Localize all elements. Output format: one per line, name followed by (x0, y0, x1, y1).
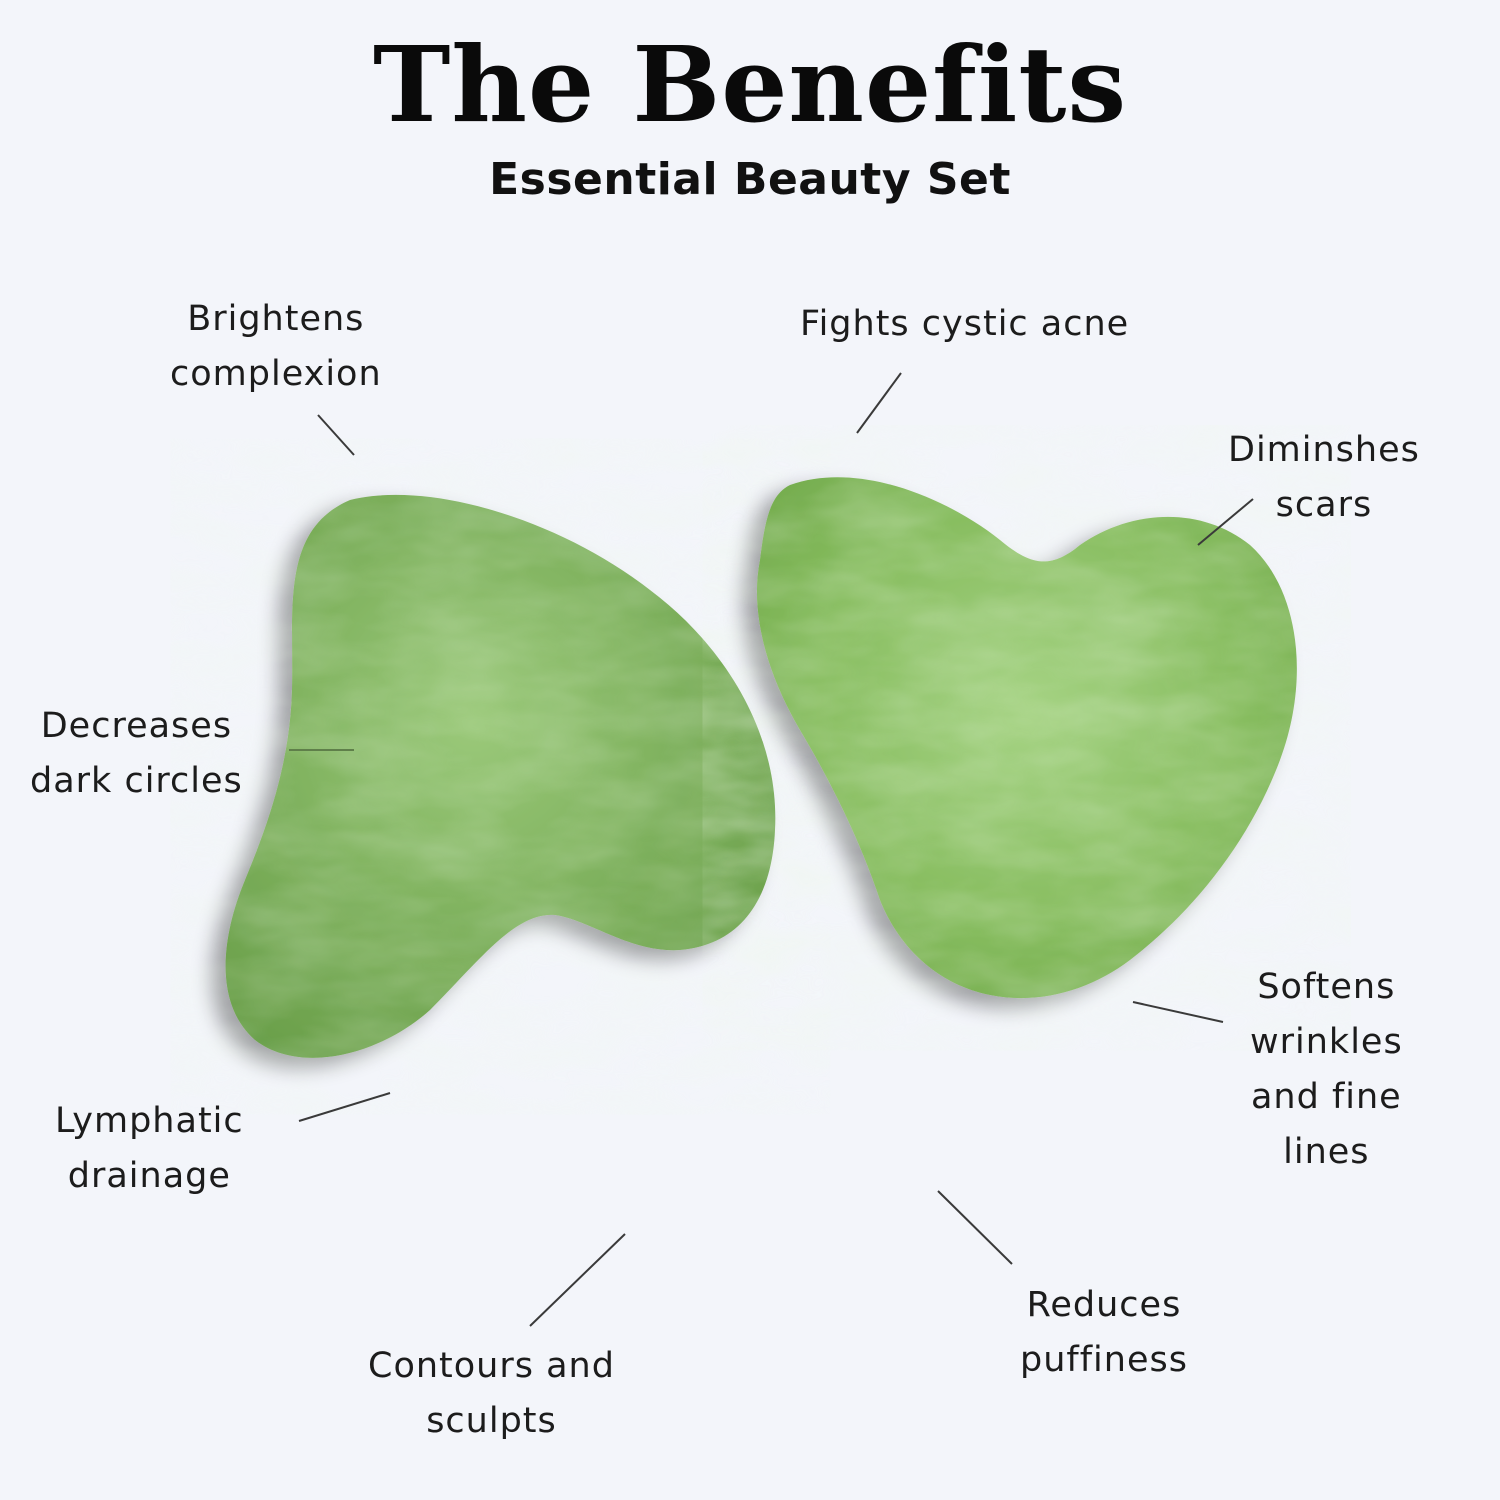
benefit-line: Lymphatic (55, 1101, 244, 1141)
benefit-line: dark circles (30, 761, 243, 801)
leader-line-contours (529, 1233, 626, 1327)
benefit-label-lymphatic: Lymphatic drainage (55, 1094, 244, 1204)
benefit-line: Diminshes (1228, 430, 1420, 470)
leader-line-scars (1197, 498, 1254, 546)
benefit-line: scars (1275, 485, 1373, 525)
page-subtitle: Essential Beauty Set (489, 154, 1011, 205)
benefit-label-puffiness: Reduces puffiness (1020, 1278, 1188, 1388)
leader-lines (289, 372, 1254, 1327)
benefit-label-dark-circles: Decreases dark circles (30, 699, 243, 809)
benefit-line: Softens (1257, 967, 1396, 1007)
leader-line-cystic-acne (856, 372, 902, 434)
leader-line-lymphatic (298, 1092, 391, 1122)
benefit-line: complexion (170, 354, 382, 394)
benefit-line: Contours and (368, 1346, 615, 1386)
leader-line-puffiness (937, 1190, 1013, 1265)
benefit-line: and fine (1250, 1077, 1402, 1117)
benefit-label-scars: Diminshes scars (1228, 423, 1420, 533)
stone-texture (756, 477, 1297, 999)
benefit-label-brightens: Brightens complexion (170, 292, 382, 402)
benefit-line: Brightens (187, 299, 365, 339)
page-title: The Benefits (372, 23, 1128, 146)
benefit-line: drainage (67, 1156, 231, 1196)
leader-line-brightens (317, 414, 355, 456)
benefit-line: puffiness (1020, 1340, 1188, 1380)
benefit-line: Decreases (40, 706, 233, 746)
benefit-label-contours: Contours and sculpts (368, 1339, 615, 1449)
benefit-line: Fights cystic acne (800, 304, 1130, 344)
benefit-line: wrinkles (1250, 1022, 1403, 1062)
stone-texture (225, 494, 776, 1058)
benefit-label-wrinkles: Softens wrinkles and fine lines (1250, 960, 1403, 1180)
benefit-line: lines (1283, 1132, 1370, 1172)
benefit-label-cystic-acne: Fights cystic acne (800, 297, 1129, 352)
benefit-line: Reduces (1026, 1285, 1182, 1325)
leader-line-wrinkles (1132, 1001, 1224, 1023)
benefit-line: sculpts (426, 1401, 557, 1441)
